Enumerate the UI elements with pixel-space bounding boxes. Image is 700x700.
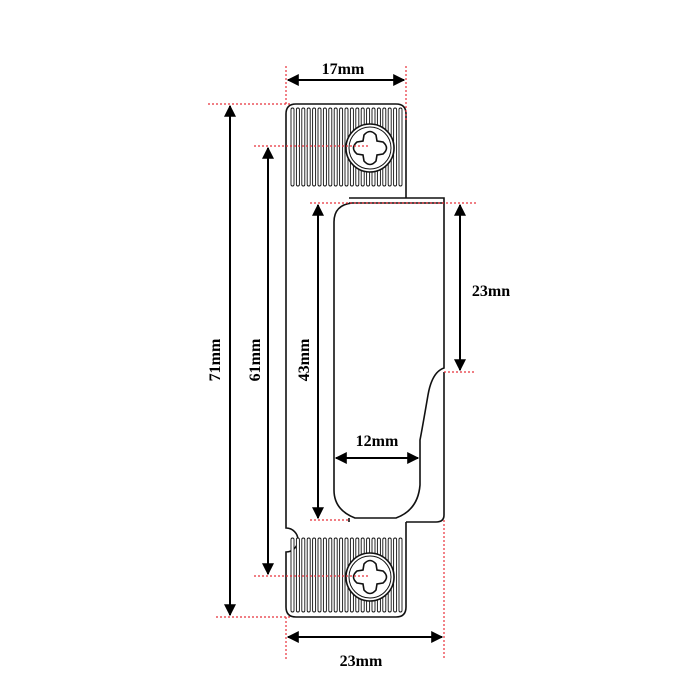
label-43mm: 43mm xyxy=(296,338,313,381)
grip-ridge xyxy=(306,537,311,613)
grip-ridge xyxy=(295,537,300,613)
label-17mm: 17mm xyxy=(322,61,365,78)
grip-ridge xyxy=(339,537,344,613)
guide-lines xyxy=(208,66,476,660)
grip-ridge xyxy=(290,537,295,613)
grip-ridge xyxy=(339,107,344,187)
grip-ridge xyxy=(301,107,306,187)
keeper xyxy=(333,197,445,523)
grip-ridge xyxy=(328,107,333,187)
label-23mn: 23mn xyxy=(472,283,510,300)
grip-ridge xyxy=(290,107,295,187)
grip-ridge xyxy=(317,537,322,613)
screw-bottom-icon xyxy=(345,552,395,602)
screw-top-icon xyxy=(345,123,395,173)
grip-ridge xyxy=(333,107,338,187)
grip-ridge xyxy=(322,537,327,613)
grip-ridge xyxy=(295,107,300,187)
grip-ridge xyxy=(398,107,403,187)
label-61mm: 61mm xyxy=(247,338,264,381)
grip-ridge xyxy=(328,537,333,613)
label-71mm: 71mm xyxy=(207,338,224,381)
grip-ridge xyxy=(317,107,322,187)
grip-ridge xyxy=(398,537,403,613)
label-23mm: 23mm xyxy=(340,653,383,670)
grip-ridge xyxy=(301,537,306,613)
grip-ridge xyxy=(322,107,327,187)
grip-ridge xyxy=(306,107,311,187)
grip-ridge xyxy=(333,537,338,613)
label-12mm: 12mm xyxy=(356,433,399,450)
grip-ridge xyxy=(312,107,317,187)
grip-ridge xyxy=(312,537,317,613)
